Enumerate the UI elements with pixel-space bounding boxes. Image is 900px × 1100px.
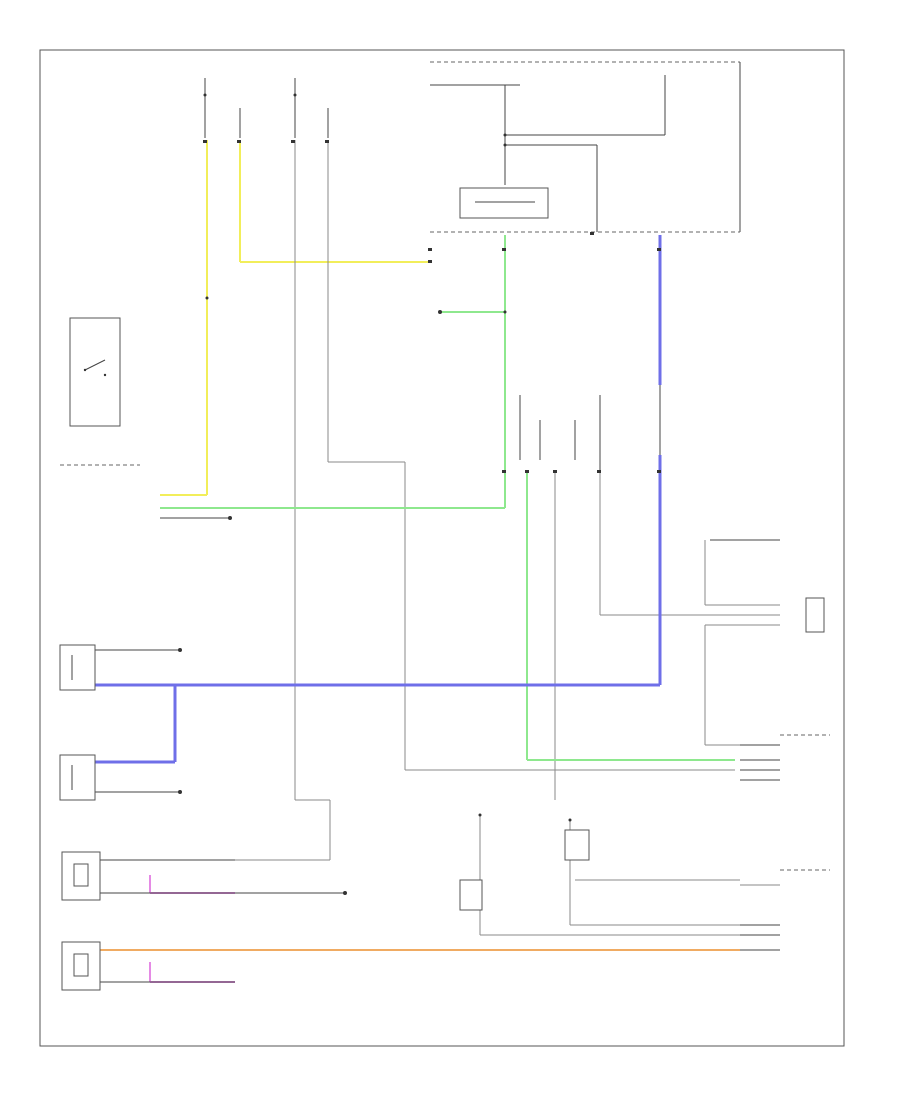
diagram-frame	[39, 49, 845, 1047]
pink-wires	[149, 875, 235, 983]
connection-dots	[178, 133, 572, 895]
top-power-feeds	[203, 61, 741, 233]
connector-pins	[203, 140, 661, 473]
relay-component	[459, 187, 549, 219]
connector-brackets	[60, 464, 830, 871]
green-wires	[160, 235, 735, 761]
lower-dark-wires	[95, 517, 780, 983]
sensor-components	[59, 644, 101, 991]
blue-wires	[95, 235, 662, 764]
switch-component	[69, 317, 121, 427]
gray-wires	[235, 140, 780, 936]
yellow-wires	[160, 140, 430, 496]
inline-components	[459, 385, 661, 911]
